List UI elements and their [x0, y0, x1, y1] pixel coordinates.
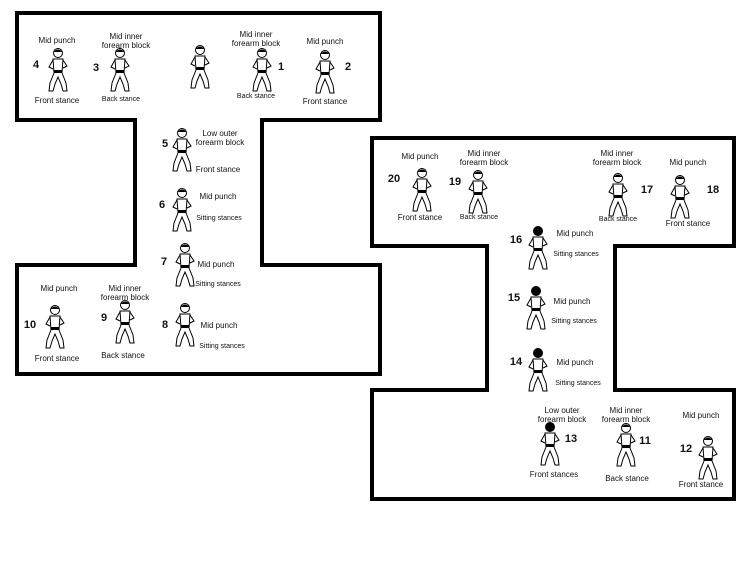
karateka-figure-icon: [311, 49, 339, 95]
karateka-figure-icon: [408, 167, 436, 213]
stance-label: Front stance: [34, 354, 80, 363]
technique-label: Mid punch: [40, 284, 78, 293]
move-number: 8: [161, 319, 169, 331]
move-number: 7: [160, 256, 168, 268]
technique-label: Mid punch: [199, 192, 237, 201]
first-half-floor-path: [15, 11, 382, 376]
move-number: 5: [161, 138, 169, 150]
technique-label: Mid punch: [556, 358, 594, 367]
karateka-figure-icon: [106, 47, 134, 93]
karateka-figure-icon: [666, 174, 694, 220]
karateka-figure-icon: [604, 172, 632, 218]
stance-label: Sitting stances: [195, 281, 241, 288]
stance-label: Sitting stances: [196, 215, 242, 222]
karateka-figure-icon: [168, 127, 196, 173]
ready-stance-figure: [186, 44, 214, 90]
stance-label: Sitting stances: [199, 343, 245, 350]
karateka-figure-icon: [464, 169, 492, 215]
stance-label: Back stance: [236, 93, 276, 100]
technique-label: Mid inner forearm block: [101, 32, 151, 50]
technique-label: Low outer forearm block: [195, 129, 245, 147]
second-half-floor-path: [370, 136, 736, 501]
stance-label: Back stance: [101, 351, 145, 360]
stance-label: Front stances: [529, 470, 579, 479]
move-number: 17: [640, 184, 654, 196]
technique-label: Mid punch: [682, 411, 720, 420]
stance-label: Back stance: [605, 474, 649, 483]
stance-label: Front stance: [34, 96, 80, 105]
stance-label: Front stance: [665, 219, 711, 228]
move-number: 12: [679, 443, 693, 455]
technique-label: Mid punch: [556, 229, 594, 238]
technique-label: Mid inner forearm block: [601, 406, 651, 424]
technique-label: Mid inner forearm block: [459, 149, 509, 167]
karateka-figure-icon: [612, 422, 640, 468]
karateka-figure-icon: [524, 347, 552, 393]
technique-label: Mid punch: [553, 297, 591, 306]
karateka-figure-icon: [524, 225, 552, 271]
karateka-figure-icon: [536, 421, 564, 467]
karateka-figure-icon: [171, 302, 199, 348]
move-number: 13: [564, 433, 578, 445]
move-number: 6: [158, 199, 166, 211]
move-number: 1: [277, 61, 285, 73]
stance-label: Front stance: [678, 480, 724, 489]
technique-label: Mid punch: [197, 260, 235, 269]
move-number: 19: [448, 176, 462, 188]
karateka-figure-icon: [694, 435, 722, 481]
karateka-figure-icon: [41, 304, 69, 350]
karateka-figure-icon: [111, 299, 139, 345]
technique-label: Mid punch: [669, 158, 707, 167]
stance-label: Front stance: [397, 213, 443, 222]
move-number: 18: [706, 184, 720, 196]
stance-label: Sitting stances: [553, 251, 599, 258]
technique-label: Mid punch: [306, 37, 344, 46]
move-number: 10: [23, 319, 37, 331]
move-number: 3: [92, 62, 100, 74]
karateka-figure-icon: [248, 47, 276, 93]
technique-label: Mid inner forearm block: [231, 30, 281, 48]
stance-label: Sitting stances: [551, 318, 597, 325]
move-number: 9: [100, 312, 108, 324]
karateka-figure-icon: [522, 285, 550, 331]
stance-label: Back stance: [459, 214, 499, 221]
stance-label: Front stance: [195, 165, 241, 174]
move-number: 14: [509, 356, 523, 368]
stance-label: Back stance: [101, 96, 141, 103]
karateka-figure-icon: [44, 47, 72, 93]
technique-label: Mid inner forearm block: [100, 284, 150, 302]
move-number: 20: [387, 173, 401, 185]
karateka-figure-icon: [168, 187, 196, 233]
move-number: 2: [344, 61, 352, 73]
technique-label: Mid inner forearm block: [592, 149, 642, 167]
technique-label: Mid punch: [401, 152, 439, 161]
stance-label: Front stance: [302, 97, 348, 106]
move-number: 16: [509, 234, 523, 246]
karateka-figure-icon: [171, 242, 199, 288]
technique-label: Mid punch: [200, 321, 238, 330]
technique-label: Mid punch: [38, 36, 76, 45]
stance-label: Sitting stances: [555, 380, 601, 387]
stance-label: Back stance: [598, 216, 638, 223]
technique-label: Low outer forearm block: [537, 406, 587, 424]
move-number: 11: [639, 435, 651, 447]
move-number: 4: [32, 59, 40, 71]
move-number: 15: [507, 292, 521, 304]
